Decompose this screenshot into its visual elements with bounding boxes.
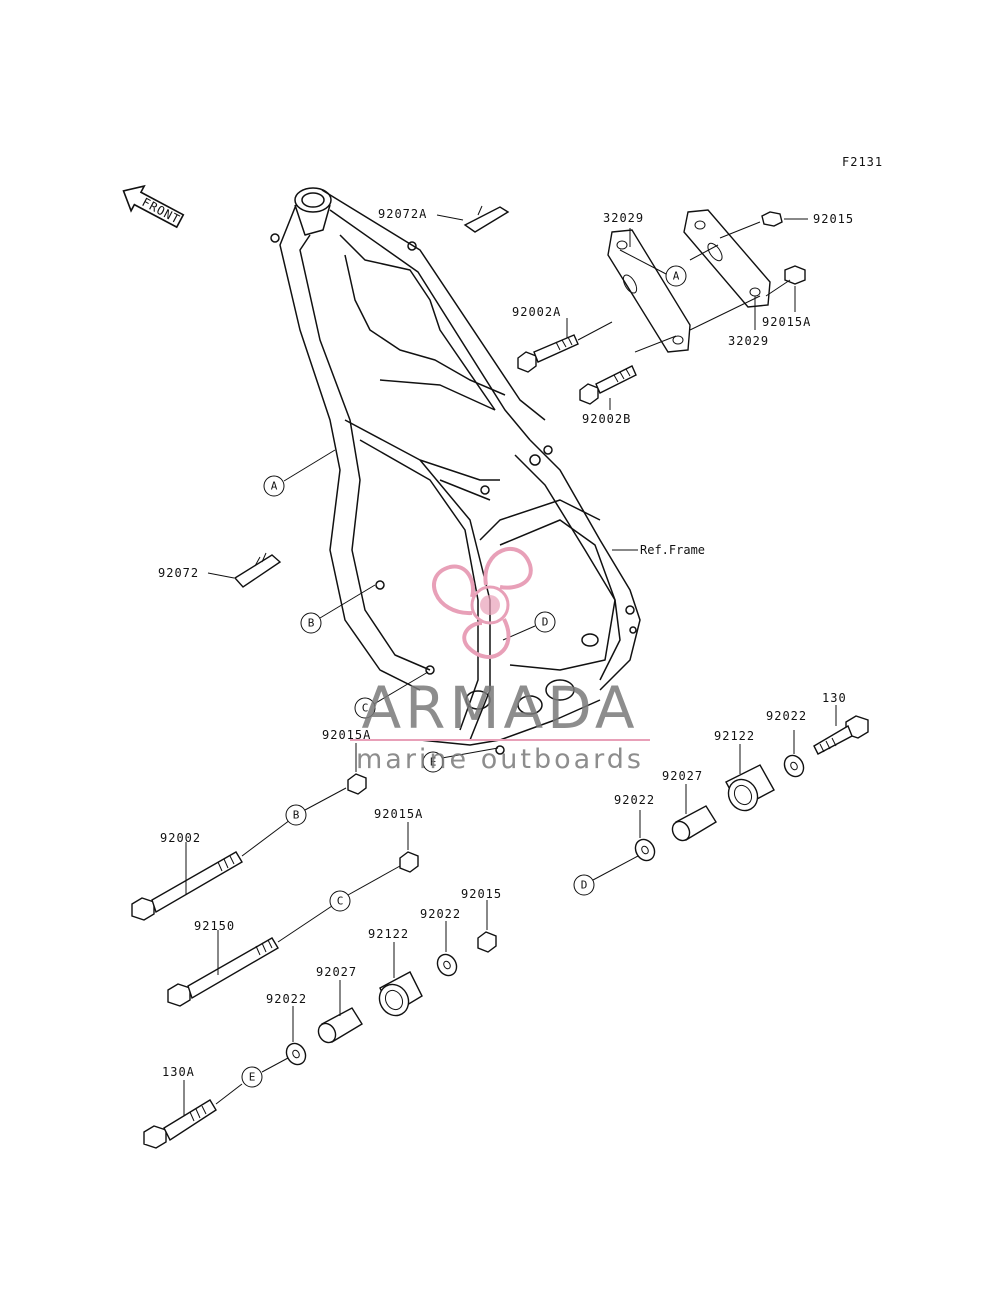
part-label-92150: 92150 (194, 919, 235, 933)
spacer-92027-right: 92027 (662, 769, 717, 842)
nut-92015a-mid: 92015A (374, 807, 423, 873)
part-label-92122-r: 92122 (714, 729, 755, 743)
callout-c-lower: C (329, 890, 351, 912)
washer-92022-low: 92022 (266, 992, 307, 1066)
callout-a-frame: A (263, 449, 336, 497)
figure-code: F2131 (842, 155, 883, 169)
svg-text:D: D (581, 879, 588, 892)
part-label-92015-top: 92015 (813, 212, 854, 226)
armada-watermark: ARMADA marine outboards (350, 546, 650, 775)
part-label-92027-mid: 92027 (316, 965, 357, 979)
part-label-92015a-left: 92015A (322, 728, 371, 742)
part-label-92002a: 92002A (512, 305, 561, 319)
bolt-130a: 130A (143, 1065, 243, 1149)
watermark-brand: ARMADA (361, 674, 638, 742)
bolt-130: 130 (813, 691, 869, 755)
svg-text:A: A (673, 270, 680, 283)
svg-text:C: C (362, 702, 369, 715)
ref-frame-label: Ref.Frame (640, 543, 705, 557)
svg-text:B: B (293, 809, 300, 822)
clip-92072a: 92072A (378, 205, 510, 233)
svg-text:E: E (249, 1071, 256, 1084)
part-label-92027-r: 92027 (662, 769, 703, 783)
part-label-92072a: 92072A (378, 207, 427, 221)
callout-e-frame: E (422, 747, 499, 773)
propeller-logo-icon (432, 546, 533, 659)
callout-c-frame: C (354, 671, 429, 719)
part-label-92022-mid: 92022 (420, 907, 461, 921)
part-label-32029-top: 32029 (603, 211, 644, 225)
nut-92015-mid: 92015 (461, 887, 502, 953)
collar-92122-right: 92122 (714, 729, 775, 812)
callout-a-upper: A (665, 265, 687, 287)
nut-92015-top: 92015 (761, 211, 854, 227)
svg-text:C: C (337, 895, 344, 908)
part-label-92002b: 92002B (582, 412, 631, 426)
part-label-92022-low: 92022 (266, 992, 307, 1006)
svg-text:A: A (271, 480, 278, 493)
callout-d-frame: D (502, 611, 556, 641)
callout-b-frame: B (300, 584, 376, 634)
clip-92072: 92072 (158, 552, 282, 588)
collar-92122-mid: 92122 (368, 927, 423, 1017)
part-label-92015a-mid: 92015A (374, 807, 423, 821)
part-label-130: 130 (822, 691, 847, 705)
part-label-92022-r1: 92022 (766, 709, 807, 723)
svg-text:B: B (308, 617, 315, 630)
part-label-32029-bottom: 32029 (728, 334, 769, 348)
front-arrow-icon: FRONT (122, 184, 185, 229)
callout-e-lower: E (241, 1057, 289, 1088)
bolt-92002a: 92002A (512, 305, 613, 373)
part-label-92015a-right: 92015A (762, 315, 811, 329)
nut-92015a-right: 92015A (762, 265, 811, 329)
watermark-tagline: marine outboards (356, 744, 644, 775)
bolt-92002: 92002 (131, 787, 347, 921)
part-label-92072: 92072 (158, 566, 199, 580)
svg-text:E: E (430, 756, 437, 769)
bracket-32029-rear: 32029 (683, 209, 771, 348)
part-label-92022-r2: 92022 (614, 793, 655, 807)
washer-92022-mid: 92022 (420, 907, 461, 977)
part-label-92002: 92002 (160, 831, 201, 845)
svg-text:D: D (542, 616, 549, 629)
part-label-92122-mid: 92122 (368, 927, 409, 941)
washer-92022-upper: 92022 (766, 709, 807, 778)
part-label-92015-mid: 92015 (461, 887, 502, 901)
bolt-92150: 92150 (167, 865, 401, 1007)
nut-92015a-left: 92015A (322, 728, 371, 795)
motorcycle-frame (270, 187, 641, 755)
callout-b-lower: B (285, 804, 307, 826)
washer-92022-lower: 92022 (614, 793, 656, 862)
callout-d-lower: D (573, 855, 639, 896)
bracket-32029-front: 32029 (603, 211, 691, 353)
part-label-130a: 130A (162, 1065, 195, 1079)
bolt-92002b: 92002B (579, 365, 637, 426)
spacer-92027-mid: 92027 (316, 965, 363, 1044)
